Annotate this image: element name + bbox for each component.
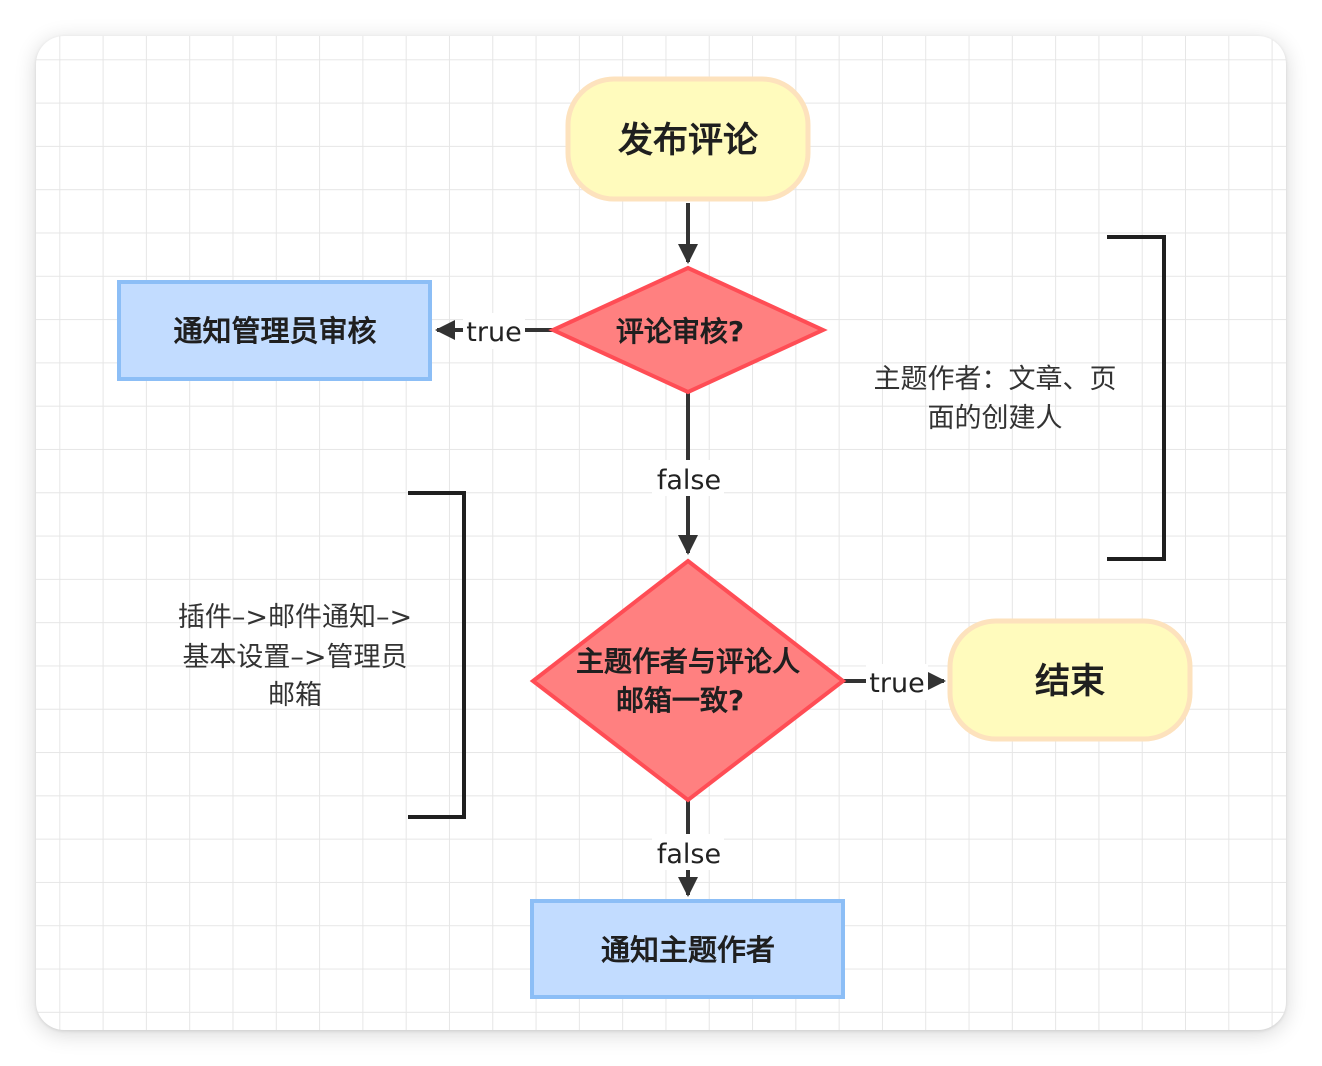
notify-author-label: 通知主题作者 (601, 933, 775, 967)
author-note-annotation[interactable]: 主题作者：文章、页 面的创建人 (874, 235, 1166, 561)
start-node[interactable]: 发布评论 (565, 76, 811, 202)
plugin-note-annotation[interactable]: 插件–>邮件通知–> 基本设置–>管理员 邮箱 (178, 491, 466, 819)
edges: true false true false (435, 203, 946, 897)
notify-admin-node[interactable]: 通知管理员审核 (117, 280, 432, 381)
edge-label-email-true: true (869, 668, 924, 699)
end-node-label: 结束 (1035, 662, 1105, 702)
notify-author-node[interactable]: 通知主题作者 (530, 899, 845, 999)
edge-label-review-true: true (466, 317, 521, 348)
email-decision-node[interactable]: 主题作者与评论人 邮箱一致? (529, 558, 847, 803)
author-note-line2: 面的创建人 (928, 403, 1063, 434)
edge-label-review-false: false (657, 465, 721, 496)
edge-label-email-false: false (657, 839, 721, 870)
plugin-note-line2: 基本设置–>管理员 (182, 642, 407, 673)
review-decision-label: 评论审核? (616, 315, 744, 348)
canvas-card (36, 36, 1286, 1030)
plugin-note-line1: 插件–>邮件通知–> (178, 602, 412, 633)
author-note-bracket (1107, 235, 1166, 561)
nodes: 发布评论 评论审核? 通知管理员审核 主题作者与评论人 邮箱一致? 结束 通知主… (117, 76, 1193, 999)
plugin-note-line3: 邮箱 (268, 680, 322, 711)
plugin-note-bracket (408, 491, 466, 819)
annotations: 主题作者：文章、页 面的创建人 插件–>邮件通知–> 基本设置–>管理员 邮箱 (178, 235, 1166, 819)
author-note-line1: 主题作者：文章、页 (874, 364, 1117, 395)
end-node[interactable]: 结束 (947, 618, 1193, 742)
notify-admin-label: 通知管理员审核 (173, 314, 376, 348)
email-decision-label-line2: 邮箱一致? (616, 684, 744, 717)
review-decision-node[interactable]: 评论审核? (548, 265, 828, 395)
email-decision-label-line1: 主题作者与评论人 (576, 645, 800, 678)
start-node-label: 发布评论 (618, 121, 759, 161)
